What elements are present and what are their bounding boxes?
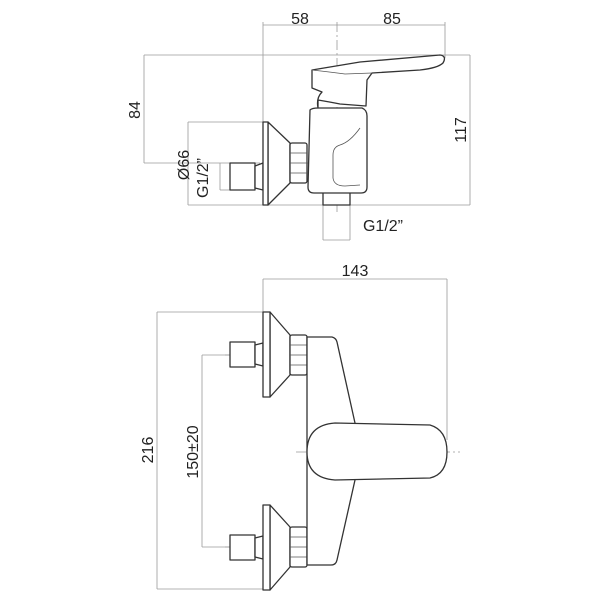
inlet-pipe	[229, 162, 256, 191]
front-lever-handle	[306, 422, 448, 481]
front-view: 143 216 150±20	[140, 263, 460, 591]
top-inlet-pipe	[229, 341, 256, 368]
dim-85-label: 85	[383, 11, 401, 28]
front-faucet-body	[229, 311, 448, 591]
bottom-wall-flange	[262, 504, 271, 591]
side-faucet-body	[229, 54, 446, 206]
dim-84-label: 84	[127, 101, 144, 119]
wall-flange	[262, 121, 269, 206]
dim-216-label: 216	[140, 437, 157, 464]
dim-143-label: 143	[342, 263, 369, 280]
dim-117-label: 117	[453, 117, 470, 143]
side-view: 58 85 84 117 Ø66 G1/2” G1/2”	[127, 11, 471, 241]
mixer-body	[307, 107, 368, 194]
lever-handle	[311, 54, 446, 109]
top-wall-flange	[262, 311, 271, 398]
outlet-nipple	[322, 191, 351, 206]
dim-58-label: 58	[291, 11, 309, 28]
side-dimension-lines	[143, 22, 471, 241]
wall-flange-cone	[267, 121, 291, 206]
bottom-inlet-pipe	[229, 534, 256, 561]
dim-outlet-thread-label: G1/2”	[363, 218, 403, 235]
dim-inlet-thread-label: G1/2”	[195, 158, 212, 198]
dim-inlet-spacing-label: 150±20	[185, 425, 202, 478]
dim-flange-diameter-label: Ø66	[176, 150, 193, 180]
